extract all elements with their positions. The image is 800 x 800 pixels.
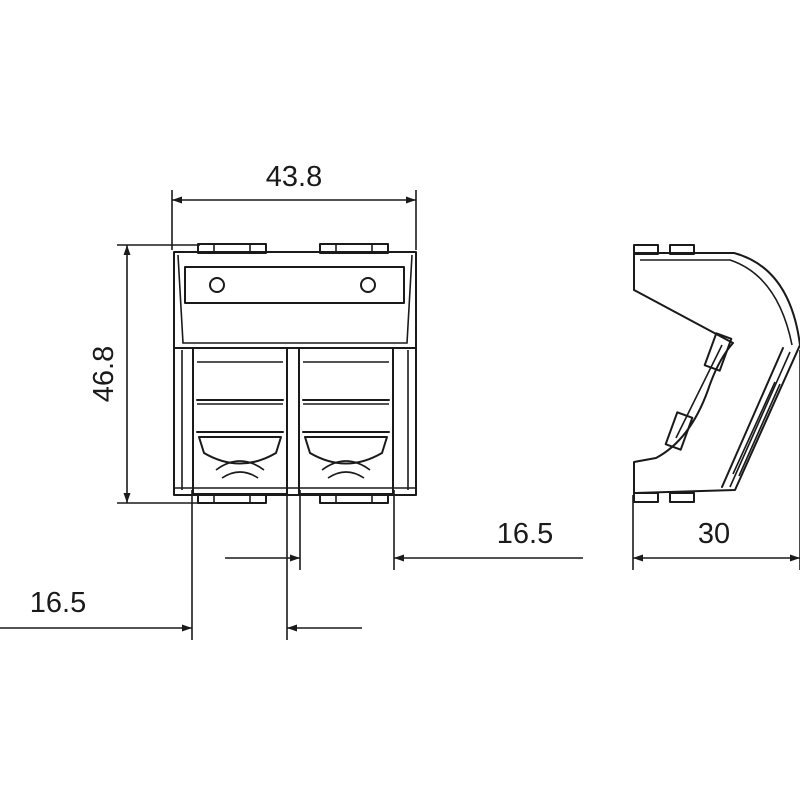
front-outline [173, 251, 417, 496]
dimension-socket-offset-label: 16.5 [30, 587, 86, 619]
side-view [633, 244, 800, 503]
screw-hole-left [209, 277, 225, 293]
dimension-socket-offset: 16.5 [0, 490, 362, 640]
screw-hole-right [360, 277, 376, 293]
dimension-depth-label: 30 [698, 518, 730, 550]
rj45-socket-left [192, 347, 288, 495]
front-view [173, 243, 417, 504]
side-outline [633, 252, 800, 494]
dimension-depth: 30 [632, 350, 800, 570]
dimension-socket-spacing-label: 16.5 [497, 518, 553, 550]
dimension-width-label: 43.8 [266, 161, 322, 193]
rj45-socket-right [298, 347, 394, 495]
dimension-height-label: 46.8 [88, 346, 120, 402]
dimension-height: 46.8 [88, 244, 200, 504]
dimension-width: 43.8 [171, 161, 417, 250]
dimension-socket-spacing: 16.5 [225, 490, 583, 570]
label-strip [184, 266, 405, 304]
